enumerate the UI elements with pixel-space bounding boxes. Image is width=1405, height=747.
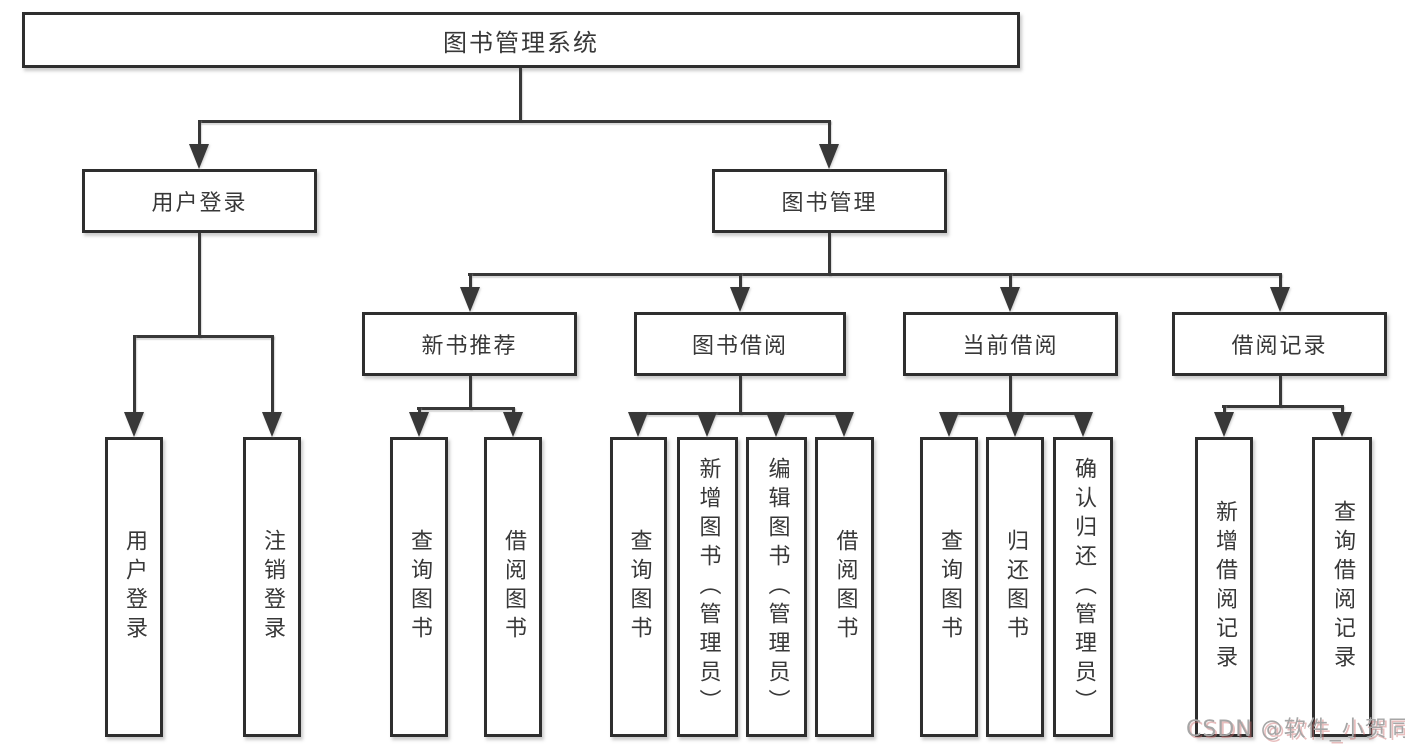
leaf-records-query-record: 查询借阅记录 [1312, 437, 1372, 737]
connector-root-branch [198, 120, 831, 123]
leaf-borrow-add-books-admin: 新增图书（管理员） [677, 437, 738, 737]
connector-borrow-stem [739, 376, 742, 415]
node-library-system: 图书管理系统 [22, 12, 1020, 68]
connector-userlogin-stem [198, 233, 201, 338]
connector-newbook-branch [417, 407, 515, 410]
leaf-borrow-borrow-books: 借阅图书 [815, 437, 874, 737]
arrow-to-current-return [1005, 412, 1025, 437]
arrow-to-book-management [819, 144, 839, 169]
node-user-login: 用户登录 [82, 169, 317, 233]
leaf-borrow-query-books: 查询图书 [610, 437, 667, 737]
node-book-management: 图书管理 [712, 169, 947, 233]
arrow-to-borrow-add [697, 412, 717, 437]
leaf-logout: 注销登录 [243, 437, 301, 737]
connector-root-drop-right [828, 120, 831, 146]
node-book-borrow: 图书借阅 [634, 312, 846, 376]
leaf-user-login: 用户登录 [105, 437, 163, 737]
connector-bookmgmt-branch [468, 273, 1282, 276]
connector-bookmgmt-drop-4 [1279, 273, 1282, 289]
connector-newbook-drop-1 [418, 407, 421, 416]
connector-borrow-branch [637, 412, 847, 415]
arrow-to-borrow-borrow [834, 412, 854, 437]
connector-records-drop-2 [1341, 405, 1344, 416]
arrow-to-current-confirm [1073, 412, 1093, 437]
csdn-watermark: CSDN @软件_小贺同学 [1186, 717, 1405, 742]
leaf-current-confirm-return-admin: 确认归还（管理员） [1053, 437, 1113, 737]
arrow-to-records-add [1214, 412, 1234, 437]
arrow-to-borrow-query [628, 412, 648, 437]
connector-current-stem [1009, 376, 1012, 415]
connector-root-stem [519, 68, 522, 122]
connector-userlogin-drop-1 [133, 335, 136, 415]
leaf-current-return-books: 归还图书 [986, 437, 1044, 737]
arrow-to-newbook-query [409, 412, 429, 437]
arrow-to-user-login [189, 144, 209, 169]
leaf-current-query-books: 查询图书 [920, 437, 978, 737]
arrow-to-current-query [939, 412, 959, 437]
node-current-borrow: 当前借阅 [903, 312, 1118, 376]
arrow-to-book-borrow [730, 287, 750, 312]
connector-bookmgmt-drop-1 [469, 273, 472, 289]
leaf-records-add-record: 新增借阅记录 [1195, 437, 1253, 737]
arrow-to-new-book-recommend [460, 287, 480, 312]
connector-records-stem [1279, 376, 1282, 408]
leaf-borrow-edit-books-admin: 编辑图书（管理员） [746, 437, 807, 737]
leaf-newbook-borrow-books: 借阅图书 [484, 437, 542, 737]
arrow-to-newbook-borrow [503, 412, 523, 437]
node-new-book-recommend: 新书推荐 [362, 312, 577, 376]
connector-root-drop-left [198, 120, 201, 146]
connector-userlogin-branch [133, 335, 274, 338]
connector-newbook-stem [469, 376, 472, 410]
arrow-to-leaf-user-login [124, 412, 144, 437]
arrow-to-borrow-records [1270, 287, 1290, 312]
arrow-to-records-query [1332, 412, 1352, 437]
arrow-to-leaf-logout [262, 412, 282, 437]
connector-bookmgmt-drop-2 [739, 273, 742, 289]
connector-records-branch [1222, 405, 1344, 408]
connector-records-drop-1 [1223, 405, 1226, 416]
connector-bookmgmt-stem [828, 233, 831, 276]
connector-bookmgmt-drop-3 [1009, 273, 1012, 289]
node-borrow-records: 借阅记录 [1172, 312, 1387, 376]
arrow-to-borrow-edit [766, 412, 786, 437]
connector-userlogin-drop-2 [271, 335, 274, 415]
connector-newbook-drop-2 [512, 407, 515, 416]
arrow-to-current-borrow [1000, 287, 1020, 312]
leaf-newbook-query-books: 查询图书 [390, 437, 448, 737]
